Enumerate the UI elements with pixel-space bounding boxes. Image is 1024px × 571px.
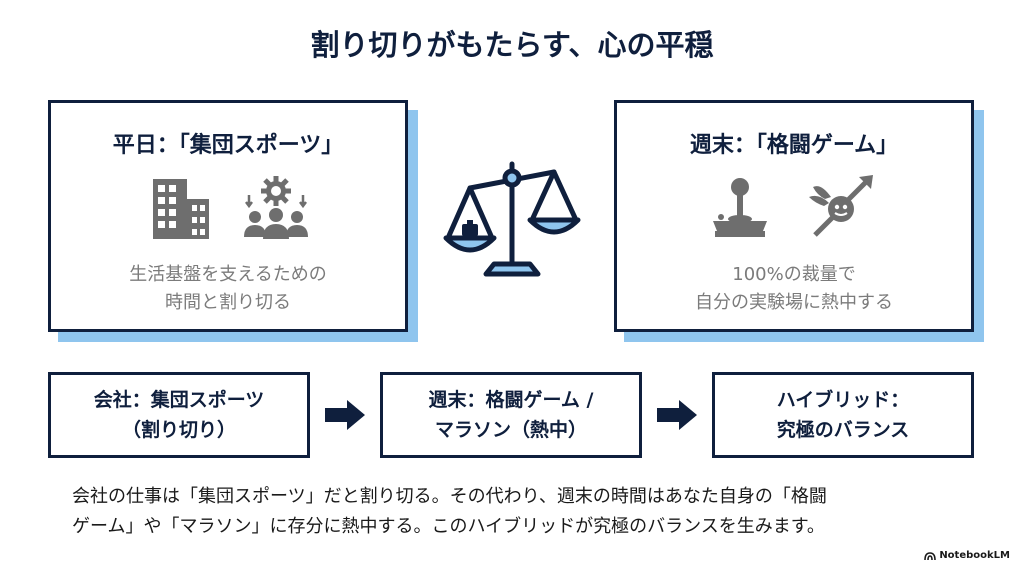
summary-line: ゲーム」や「マラソン」に存分に熱中する。このハイブリッドが究極のバランスを生みま…	[72, 516, 825, 537]
desc-line: 100%の裁量で	[732, 264, 856, 285]
office-building-icon	[153, 179, 209, 239]
joystick-icon	[713, 178, 767, 237]
weekday-card: 平日：「集団スポーツ」	[48, 100, 418, 342]
step-company: 会社：集団スポーツ （割り切り）	[48, 372, 310, 458]
card-frame: 平日：「集団スポーツ」	[48, 100, 408, 332]
summary-line: 会社の仕事は「集団スポーツ」だと割り切る。その代わり、週末の時間はあなた自身の「…	[72, 486, 827, 507]
weekend-card-title: 週末：「格闘ゲーム」	[689, 133, 899, 158]
step-line: 週末：格闘ゲーム /	[428, 389, 594, 411]
right-arrow-icon	[325, 400, 365, 430]
weekend-card-description: 100%の裁量で 自分の実験場に熱中する	[617, 261, 971, 317]
desc-line: 生活基盤を支えるための	[129, 264, 327, 285]
balance-scale-icon	[443, 161, 581, 277]
step-line: 会社：集団スポーツ	[93, 389, 265, 411]
summary-text: 会社の仕事は「集団スポーツ」だと割り切る。その代わり、週末の時間はあなた自身の「…	[72, 482, 972, 542]
winged-ball-icon	[809, 175, 873, 237]
step-line: （割り切り）	[121, 419, 236, 441]
step-line: マラソン（熱中）	[434, 419, 587, 441]
step-weekend: 週末：格闘ゲーム / マラソン（熱中）	[380, 372, 642, 458]
right-arrow-icon	[657, 400, 697, 430]
desc-line: 時間と割り切る	[165, 292, 291, 313]
weekday-card-title: 平日：「集団スポーツ」	[112, 133, 344, 158]
step-line: ハイブリッド：	[776, 389, 910, 411]
step-line: 究極のバランス	[776, 419, 910, 441]
step-hybrid: ハイブリッド： 究極のバランス	[712, 372, 974, 458]
weekend-card: 週末：「格闘ゲーム」	[614, 100, 984, 342]
notebooklm-logo-icon	[924, 551, 937, 560]
page-title: 割り切りがもたらす、心の平穏	[310, 28, 714, 62]
brand-label: NotebookLM	[939, 550, 1010, 561]
desc-line: 自分の実験場に熱中する	[695, 292, 893, 313]
weekday-card-description: 生活基盤を支えるための 時間と割り切る	[51, 261, 405, 317]
brand-watermark: NotebookLM	[924, 550, 1010, 561]
card-frame: 週末：「格闘ゲーム」	[614, 100, 974, 332]
team-gear-icon	[244, 176, 308, 239]
